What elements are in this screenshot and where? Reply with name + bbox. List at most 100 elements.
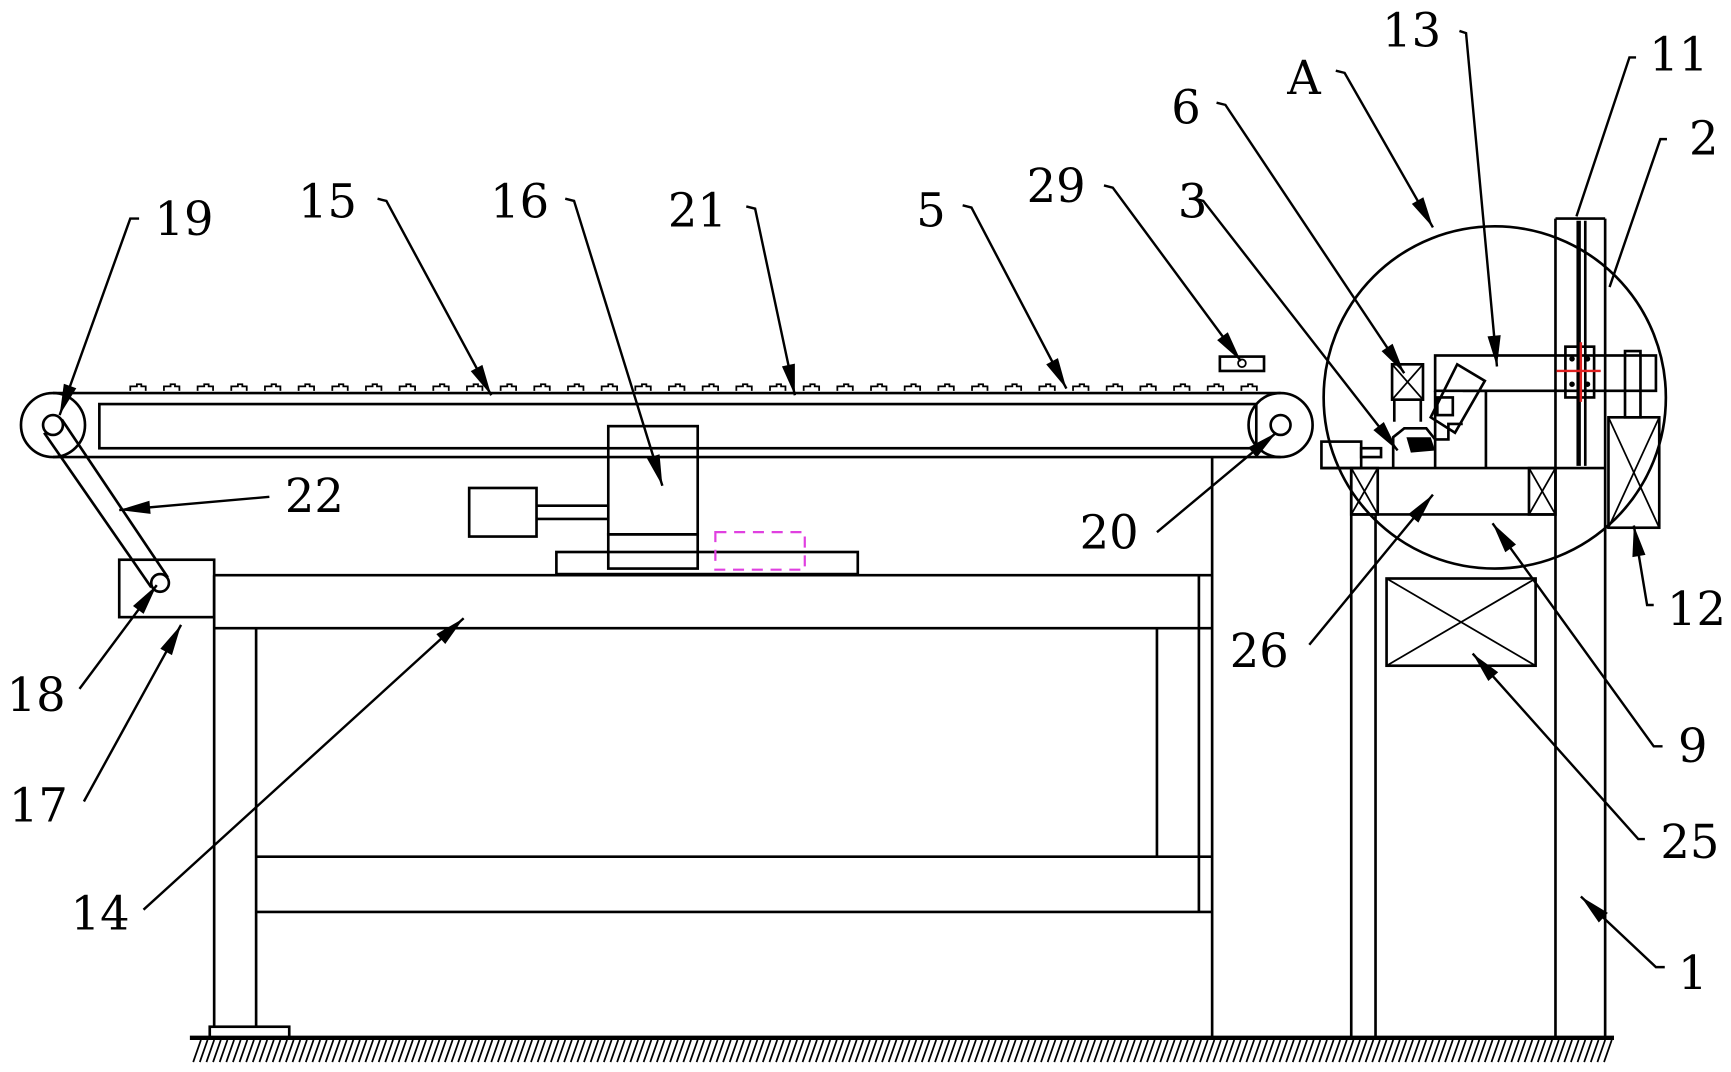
arrowhead-13 (1487, 335, 1501, 367)
hatch-line (1053, 1039, 1063, 1063)
hatch-line (702, 1039, 712, 1063)
hatch-line (1444, 1039, 1454, 1063)
workpiece (1038, 383, 1056, 391)
label-13: 13 (1382, 3, 1441, 57)
hatch-line (397, 1039, 408, 1063)
hatch-line (285, 1039, 295, 1063)
hatch-line (722, 1039, 732, 1063)
hatch-line (821, 1039, 832, 1063)
arrowhead-18 (132, 585, 157, 614)
hatch-line (1106, 1039, 1116, 1063)
hatch-line (841, 1039, 851, 1063)
crank-pin (149, 572, 171, 594)
hatch-line (656, 1039, 666, 1063)
arrowhead-19 (59, 383, 77, 416)
hatch-line (377, 1039, 388, 1063)
hatch-line (1483, 1039, 1494, 1063)
hatch-line (940, 1039, 951, 1063)
hatch-line (271, 1039, 282, 1063)
hatch-line (430, 1039, 441, 1063)
hatch-line (1232, 1039, 1242, 1063)
workpiece (398, 383, 416, 391)
leader-13 (1459, 29, 1499, 367)
hatch-line (569, 1039, 580, 1063)
gripper-head (1429, 362, 1487, 435)
hatch-line (1404, 1039, 1414, 1063)
label-17: 17 (9, 778, 68, 832)
hatch-line (1179, 1039, 1189, 1063)
hatch-line (755, 1039, 765, 1063)
hatch-line (556, 1039, 567, 1063)
hatch-line (1417, 1039, 1428, 1063)
leader-5 (962, 204, 1068, 390)
bolt (1584, 356, 1591, 362)
hatch-line (338, 1039, 348, 1063)
hatch-line (1166, 1039, 1176, 1063)
hatch-line (1477, 1039, 1487, 1063)
hatch-line (278, 1039, 288, 1063)
counterweight-rod (1623, 349, 1642, 419)
hatch-line (503, 1039, 514, 1063)
arrowhead-A (1411, 197, 1433, 228)
label-25: 25 (1660, 815, 1719, 869)
workpiece (163, 383, 181, 391)
hatch-line (814, 1039, 825, 1063)
hatch-line (1291, 1039, 1302, 1063)
label-22: 22 (285, 469, 344, 523)
hatch-line (603, 1039, 613, 1063)
label-11: 11 (1649, 28, 1708, 82)
hatch-line (483, 1039, 494, 1063)
arrowhead-12 (1632, 525, 1646, 558)
hatch-line (371, 1039, 381, 1063)
hatch-line (934, 1039, 944, 1063)
hatch-line (728, 1039, 739, 1063)
leader-15 (377, 197, 493, 396)
hatch-line (331, 1039, 341, 1063)
workpiece (1173, 383, 1191, 391)
label-29: 29 (1027, 159, 1086, 213)
hatch-line (1046, 1039, 1057, 1063)
hatch-line (198, 1039, 209, 1063)
workpiece (432, 383, 450, 391)
hatch-line (709, 1039, 719, 1063)
hatch-line (1344, 1039, 1355, 1063)
hatch-line (1384, 1039, 1395, 1063)
workpiece (668, 383, 686, 391)
leader-29 (1103, 184, 1242, 362)
hatch-line (205, 1039, 216, 1063)
hatch-line (477, 1039, 487, 1063)
arrowhead-3 (1373, 421, 1398, 451)
hatch-line (1305, 1039, 1315, 1063)
hatch-line (583, 1039, 593, 1063)
hatch-line (1245, 1039, 1255, 1063)
leader-lines (58, 29, 1667, 969)
hatch-line (894, 1039, 904, 1063)
hatch-line (881, 1039, 891, 1063)
hatch-line (642, 1039, 653, 1063)
workpiece (836, 383, 854, 391)
hatch-line (980, 1039, 990, 1063)
bolt (1569, 356, 1575, 362)
hatch-line (920, 1039, 931, 1063)
hatch-line (1298, 1039, 1308, 1063)
workpiece (870, 383, 888, 391)
hatch-line (1212, 1039, 1222, 1063)
pusher-block (1320, 440, 1363, 470)
hatch-line (854, 1039, 865, 1063)
hatch-line (874, 1039, 884, 1063)
hatch-line (1576, 1039, 1587, 1063)
clamp (1391, 422, 1463, 469)
hatch-line (1152, 1039, 1163, 1063)
arrowhead-20 (1248, 432, 1277, 458)
hatch-line (1364, 1039, 1375, 1063)
hatch-line (1060, 1039, 1070, 1063)
workpiece (1004, 383, 1023, 391)
hatch-line (510, 1039, 520, 1063)
bolt (1569, 381, 1575, 387)
hatch-line (748, 1039, 759, 1063)
hatch-line (1119, 1039, 1130, 1063)
hatch-line (351, 1039, 361, 1063)
hatch-line (1199, 1039, 1209, 1063)
hatch-line (1311, 1039, 1322, 1063)
hatch-line (1556, 1039, 1567, 1063)
